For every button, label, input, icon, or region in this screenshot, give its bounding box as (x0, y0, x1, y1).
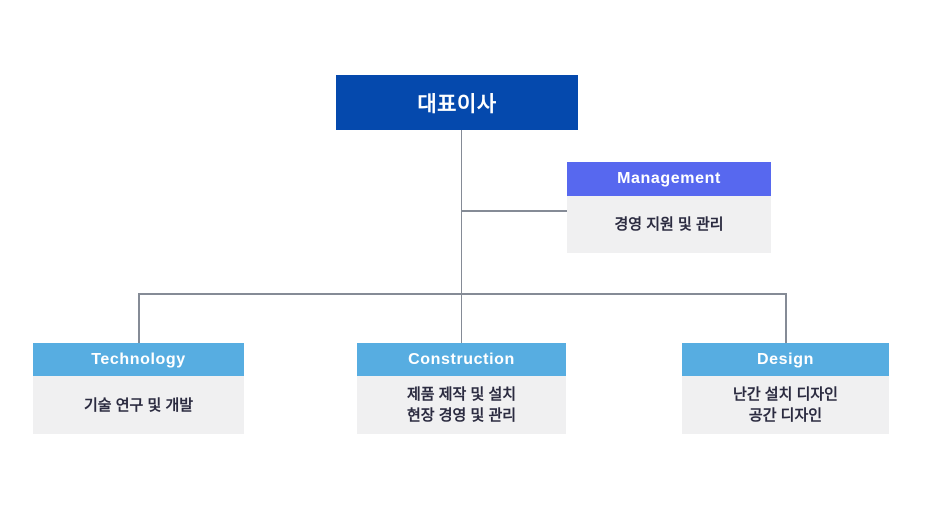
node-technology-title: Technology (33, 343, 244, 376)
connector-construction-drop (460, 293, 462, 344)
node-management-title: Management (567, 162, 771, 196)
root-node-ceo: 대표이사 (336, 75, 578, 130)
connector-design-drop (785, 293, 787, 344)
body-line: 제품 제작 및 설치 (406, 386, 517, 403)
body-line: 공간 디자인 (748, 407, 823, 424)
node-management: Management 경영 지원 및 관리 (567, 162, 771, 253)
connector-departments-horizontal (138, 293, 786, 295)
node-technology-description: 기술 연구 및 개발 (33, 376, 244, 434)
node-technology: Technology 기술 연구 및 개발 (33, 343, 244, 434)
connector-technology-drop (138, 293, 140, 344)
node-design-description: 난간 설치 디자인 공간 디자인 (682, 376, 889, 434)
body-line: 기술 연구 및 개발 (83, 396, 194, 414)
node-construction-description: 제품 제작 및 설치 현장 경영 및 관리 (357, 376, 566, 434)
connector-management-horizontal (461, 210, 567, 212)
node-design-title: Design (682, 343, 889, 376)
body-line: 현장 경영 및 관리 (406, 407, 517, 424)
node-construction: Construction 제품 제작 및 설치 현장 경영 및 관리 (357, 343, 566, 434)
body-line: 난간 설치 디자인 (733, 386, 838, 403)
connector-root-vertical (460, 130, 462, 294)
body-line: 경영 지원 및 관리 (614, 216, 724, 233)
node-construction-title: Construction (357, 343, 566, 376)
node-design: Design 난간 설치 디자인 공간 디자인 (682, 343, 889, 434)
node-management-description: 경영 지원 및 관리 (567, 196, 771, 253)
